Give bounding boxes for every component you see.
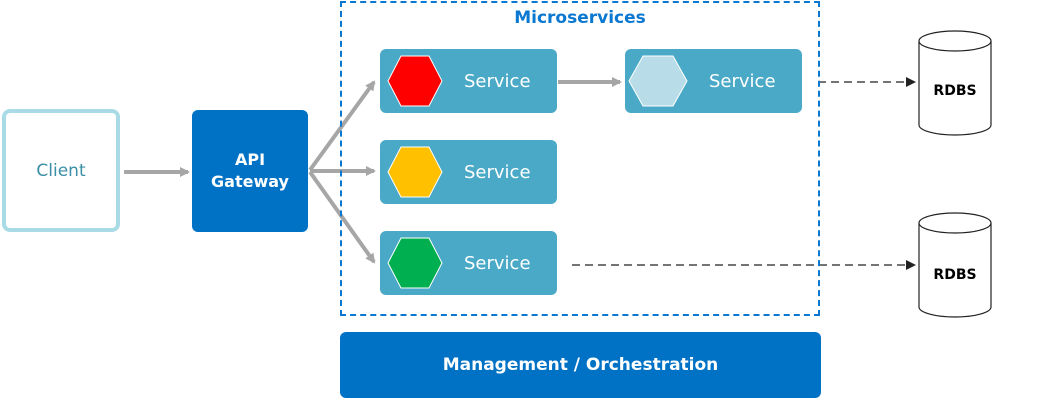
database-cylinder-icon: RDBS [918,212,992,318]
management-orchestration-bar: Management / Orchestration [340,332,821,398]
gateway-to-service-3-arrow [308,170,376,264]
service-1-label: Service [464,70,531,92]
gateway-to-service-1-arrow [308,80,376,172]
service-2-label: Service [464,161,531,183]
service-box-4: Service [625,49,802,113]
api-gateway-label-line2: Gateway [211,172,289,191]
green-hexagon-icon [387,237,443,289]
api-gateway-label-line1: API [234,150,266,169]
database-cylinder-icon: RDBS [918,30,992,136]
management-label: Management / Orchestration [442,355,719,375]
database-1-label: RDBS [933,83,976,99]
yellow-hexagon-icon [387,146,443,198]
service-box-1: Service [380,49,557,113]
service-box-3: Service [380,231,557,295]
service-3-label: Service [464,252,531,274]
database-2-label: RDBS [933,267,976,283]
service-box-2: Service [380,140,557,204]
microservices-title: Microservices [514,8,646,28]
red-hexagon-icon [387,55,443,107]
light-blue-hexagon-icon [628,55,688,107]
client-label: Client [36,160,86,181]
api-gateway-box: API Gateway [192,110,308,232]
microservices-container [340,1,820,316]
client-box: Client [2,109,120,232]
service-4-label: Service [709,70,776,92]
